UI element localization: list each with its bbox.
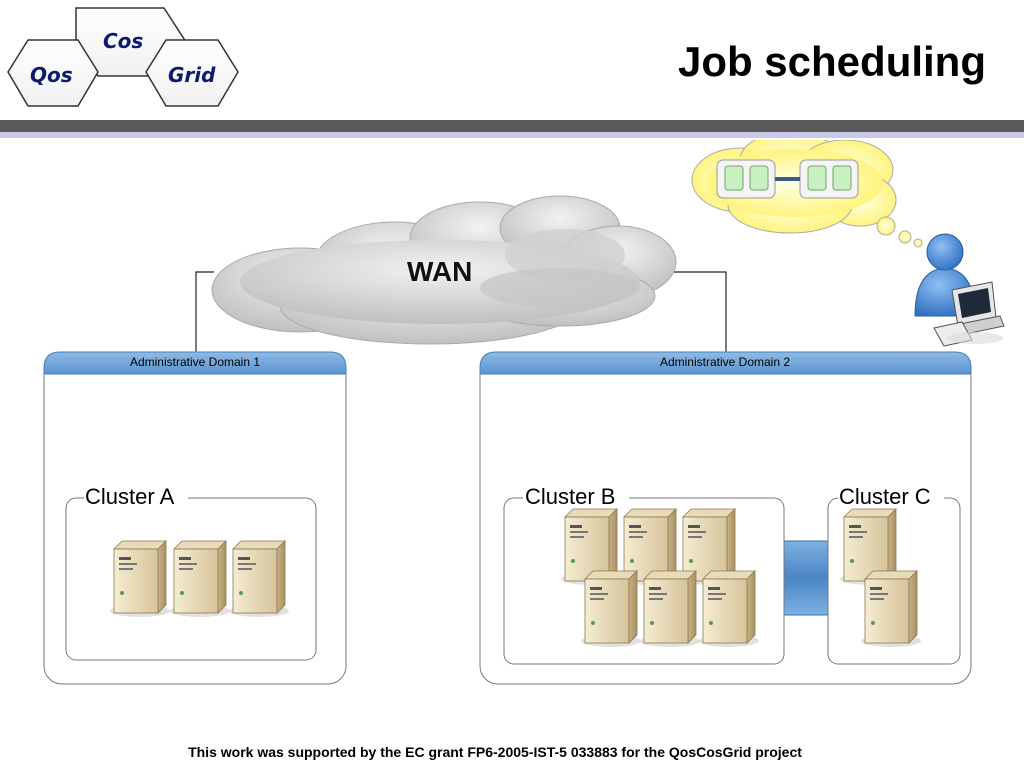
domain-2-label: Administrative Domain 2 xyxy=(660,355,790,369)
server-icon xyxy=(169,540,231,618)
server-icon xyxy=(639,570,701,648)
job-scheduling-diagram: WAN Administrative Domain 1 Administrati… xyxy=(43,140,1005,685)
cluster-b-label: Cluster B xyxy=(525,484,615,509)
cluster-a: Cluster A xyxy=(65,484,317,661)
domain-1-label: Administrative Domain 1 xyxy=(130,355,260,369)
wan-link-domain-1 xyxy=(195,271,214,352)
cluster-c-label: Cluster C xyxy=(839,484,931,509)
cluster-a-label: Cluster A xyxy=(85,484,175,509)
server-icon xyxy=(109,540,171,618)
thought-bubble-icon xyxy=(691,140,923,248)
server-icon xyxy=(698,570,760,648)
logo-word-cos: Cos xyxy=(103,29,143,53)
cluster-b: Cluster B xyxy=(503,484,785,665)
server-icon xyxy=(580,570,642,648)
header-divider-accent xyxy=(0,132,1024,138)
logo-word-qos: Qos xyxy=(30,63,73,87)
cluster-c: Cluster C xyxy=(827,484,961,665)
server-icon xyxy=(860,570,922,648)
cluster-interconnect xyxy=(783,540,829,616)
footer-acknowledgement: This work was supported by the EC grant … xyxy=(188,744,802,760)
header-divider xyxy=(0,120,1024,132)
wan-label: WAN xyxy=(407,256,472,287)
cloud-icon xyxy=(211,195,677,345)
computer-icon xyxy=(933,281,1005,347)
logo-word-grid: Grid xyxy=(168,63,216,87)
qoscosgrid-logo: Cos Qos Grid xyxy=(7,7,239,107)
wan-link-domain-2 xyxy=(674,271,727,352)
server-icon xyxy=(228,540,290,618)
slide-title: Job scheduling xyxy=(677,38,986,85)
